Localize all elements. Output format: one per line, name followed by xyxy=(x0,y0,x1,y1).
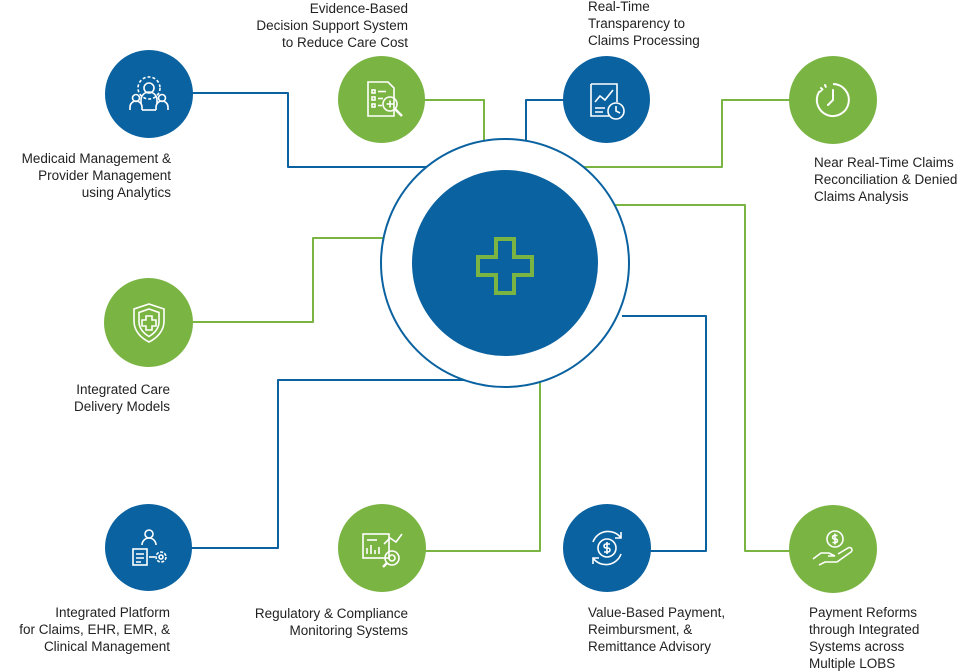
connector-paymentreforms xyxy=(612,204,790,552)
connector-valuebased xyxy=(622,315,707,552)
label-paymentreforms: Payment Reforms through Integrated Syste… xyxy=(809,605,920,671)
node-evidence xyxy=(338,56,425,143)
node-paymentreforms xyxy=(789,505,877,593)
label-nearrealtime: Near Real-Time Claims Reconciliation & D… xyxy=(814,155,958,204)
medical-cross-icon xyxy=(476,237,534,295)
node-valuebased xyxy=(563,504,651,592)
label-regulatory: Regulatory & Compliance Monitoring Syste… xyxy=(254,606,408,638)
node-regulatory xyxy=(338,504,426,592)
label-platform: Integrated Platform for Claims, EHR, EMR… xyxy=(19,605,170,654)
connector-evidence xyxy=(420,99,485,148)
user-document-gear-icon xyxy=(131,528,167,566)
label-medicaid: Medicaid Management & Provider Managemen… xyxy=(21,151,171,200)
label-realtime: Real-Time Transparency to Claims Process… xyxy=(588,0,700,48)
connector-integratedcare xyxy=(193,237,386,323)
label-evidence: Evidence-Based Decision Support System t… xyxy=(256,1,408,50)
team-gear-icon xyxy=(129,76,169,111)
label-valuebased: Value-Based Payment, Reimbursment, & Rem… xyxy=(588,605,726,654)
node-medicaid xyxy=(105,50,193,138)
connector-platform xyxy=(190,379,467,549)
report-clock-icon xyxy=(589,82,625,120)
node-platform xyxy=(105,504,192,591)
label-integratedcare: Integrated Care Delivery Models xyxy=(73,382,170,414)
dashboard-magnifier-icon xyxy=(362,533,403,568)
connector-realtime xyxy=(525,99,564,148)
timer-icon xyxy=(815,83,850,117)
dollar-cycle-icon xyxy=(592,530,622,566)
shield-plus-icon xyxy=(132,302,165,343)
connector-medicaid xyxy=(192,92,440,168)
document-search-icon xyxy=(366,80,403,117)
node-nearrealtime xyxy=(789,56,877,144)
center-hub xyxy=(412,170,598,356)
hand-dollar-icon xyxy=(812,530,853,566)
node-integratedcare xyxy=(104,278,193,367)
connector-regulatory xyxy=(423,380,541,552)
node-realtime xyxy=(563,56,650,143)
connector-nearrealtime xyxy=(575,99,790,168)
